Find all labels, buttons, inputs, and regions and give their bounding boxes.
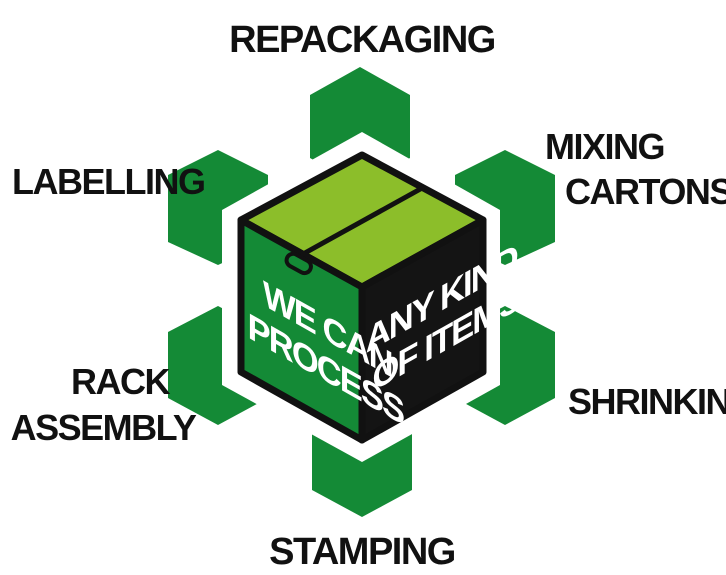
label-rack-line-1: RACK (71, 361, 170, 402)
label-mixing-line-2: CARTONS (565, 171, 726, 212)
label-labelling: LABELLING (12, 161, 204, 202)
label-repackaging: REPACKAGING (229, 19, 495, 61)
label-rack-line-2: ASSEMBLY (11, 407, 197, 448)
label-shrinking: SHRINKING (568, 381, 726, 422)
label-mixing-line-1: MIXING (545, 126, 664, 167)
label-stamping: STAMPING (269, 531, 455, 573)
